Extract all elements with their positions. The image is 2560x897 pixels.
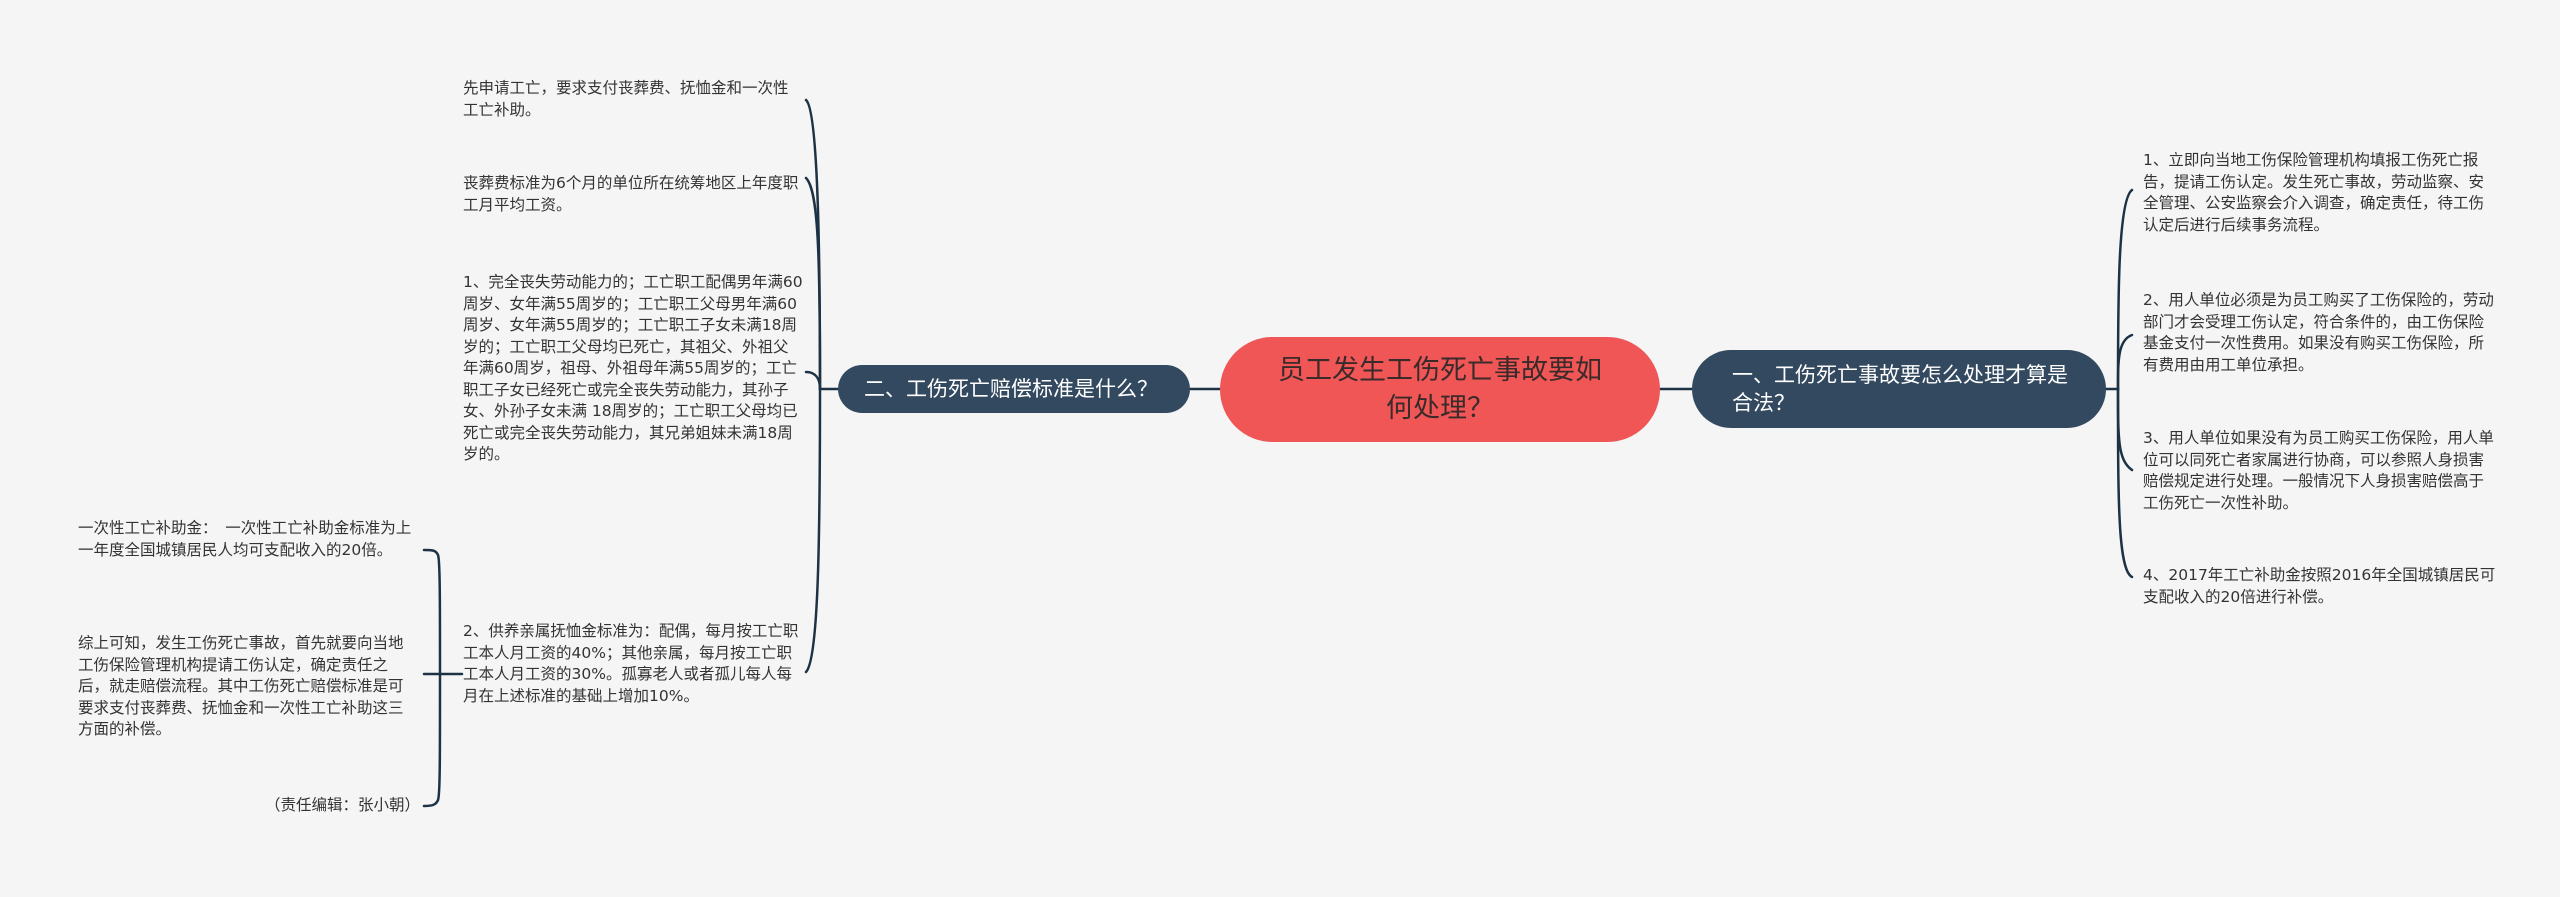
right-leaf-4[interactable]: 4、2017年工亡补助金按照2016年全国城镇居民可支配收入的20倍进行补偿。 [2143, 566, 2496, 606]
branch-node-compensation-standard[interactable]: 二、工伤死亡赔偿标准是什么？ [838, 365, 1190, 413]
left-leaf-apply[interactable]: 先申请工亡，要求支付丧葬费、抚恤金和一次性工亡补助。 [463, 79, 789, 119]
sub-leaf-editor[interactable]: （责任编辑：张小朝） [264, 796, 420, 814]
branch-label-legal-handling: 一、工伤死亡事故要怎么处理才算是合法？ [1732, 363, 2068, 415]
sub-leaf-lump-sum[interactable]: 一次性工亡补助金： 一次性工亡补助金标准为上一年度全国城镇居民人均可支配收入的2… [78, 519, 412, 559]
central-topic-node[interactable]: 员工发生工伤死亡事故要如何处理？ [1220, 337, 1660, 442]
left-leaf-dependents[interactable]: 1、完全丧失劳动能力的；工亡职工配偶男年满60周岁、女年满55周岁的；工亡职工父… [463, 273, 803, 463]
sub-leaf-summary[interactable]: 综上可知，发生工伤死亡事故，首先就要向当地工伤保险管理机构提请工伤认定，确定责任… [78, 634, 404, 738]
right-leaf-3[interactable]: 3、用人单位如果没有为员工购买工伤保险，用人单位可以同死亡者家属进行协商，可以参… [2143, 429, 2494, 512]
branch-node-legal-handling[interactable]: 一、工伤死亡事故要怎么处理才算是合法？ [1692, 350, 2106, 428]
left-leaf-funeral-fee[interactable]: 丧葬费标准为6个月的单位所在统筹地区上年度职工月平均工资。 [463, 174, 799, 214]
right-leaf-2[interactable]: 2、用人单位必须是为员工购买了工伤保险的，劳动部门才会受理工伤认定，符合条件的，… [2143, 291, 2494, 374]
central-topic-label: 员工发生工伤死亡事故要如何处理？ [1278, 354, 1602, 424]
right-leaf-1[interactable]: 1、立即向当地工伤保险管理机构填报工伤死亡报告，提请工伤认定。发生死亡事故，劳动… [2143, 151, 2485, 234]
left-leaf-pension[interactable]: 2、供养亲属抚恤金标准为：配偶，每月按工亡职工本人月工资的40%；其他亲属，每月… [463, 622, 799, 705]
branch-label-compensation-standard: 二、工伤死亡赔偿标准是什么？ [864, 377, 1158, 401]
